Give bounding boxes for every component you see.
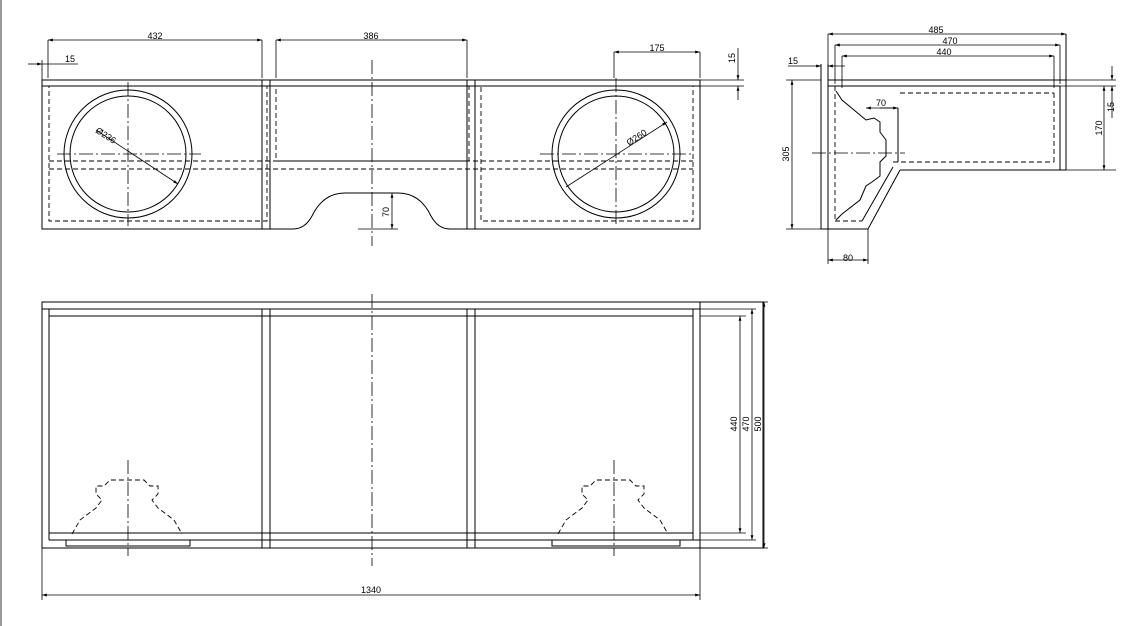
- front-outline: [41, 79, 701, 230]
- dim-485: 485: [928, 25, 943, 35]
- top-speaker-right: [557, 479, 669, 535]
- front-view: Ø236 Ø260 432 386 175 15 15 70: [28, 31, 744, 246]
- top-speaker-left: [71, 479, 183, 535]
- dim-170: 170: [1094, 120, 1104, 135]
- dim-432: 432: [147, 31, 162, 41]
- dim-15-side-left: 15: [788, 56, 798, 66]
- dim-500-top: 500: [753, 416, 763, 431]
- window-left-edge: [0, 0, 2, 626]
- dim-15-front-right: 15: [727, 53, 737, 63]
- dim-15-side-right: 15: [1106, 102, 1116, 112]
- side-speaker-profile: [835, 90, 887, 221]
- dim-1340: 1340: [361, 585, 381, 595]
- dim-305: 305: [781, 146, 791, 161]
- diameter-label-right: Ø260: [625, 127, 649, 147]
- top-view: 440 470 500 1340: [41, 294, 768, 600]
- dim-70-front: 70: [381, 207, 391, 217]
- dim-470-top: 470: [741, 416, 751, 431]
- dim-386: 386: [363, 31, 378, 41]
- dim-440-side: 440: [936, 47, 951, 57]
- top-outline: [41, 301, 764, 549]
- side-view: 485 470 440 15 15 170 70 305: [781, 25, 1116, 264]
- dim-470-side: 470: [942, 36, 957, 46]
- diameter-label-left: Ø236: [94, 125, 118, 145]
- dim-175: 175: [649, 43, 664, 53]
- dim-80: 80: [843, 253, 853, 263]
- dim-70-side: 70: [876, 98, 886, 108]
- dim-440-top: 440: [729, 416, 739, 431]
- dim-15-front-left: 15: [65, 54, 75, 64]
